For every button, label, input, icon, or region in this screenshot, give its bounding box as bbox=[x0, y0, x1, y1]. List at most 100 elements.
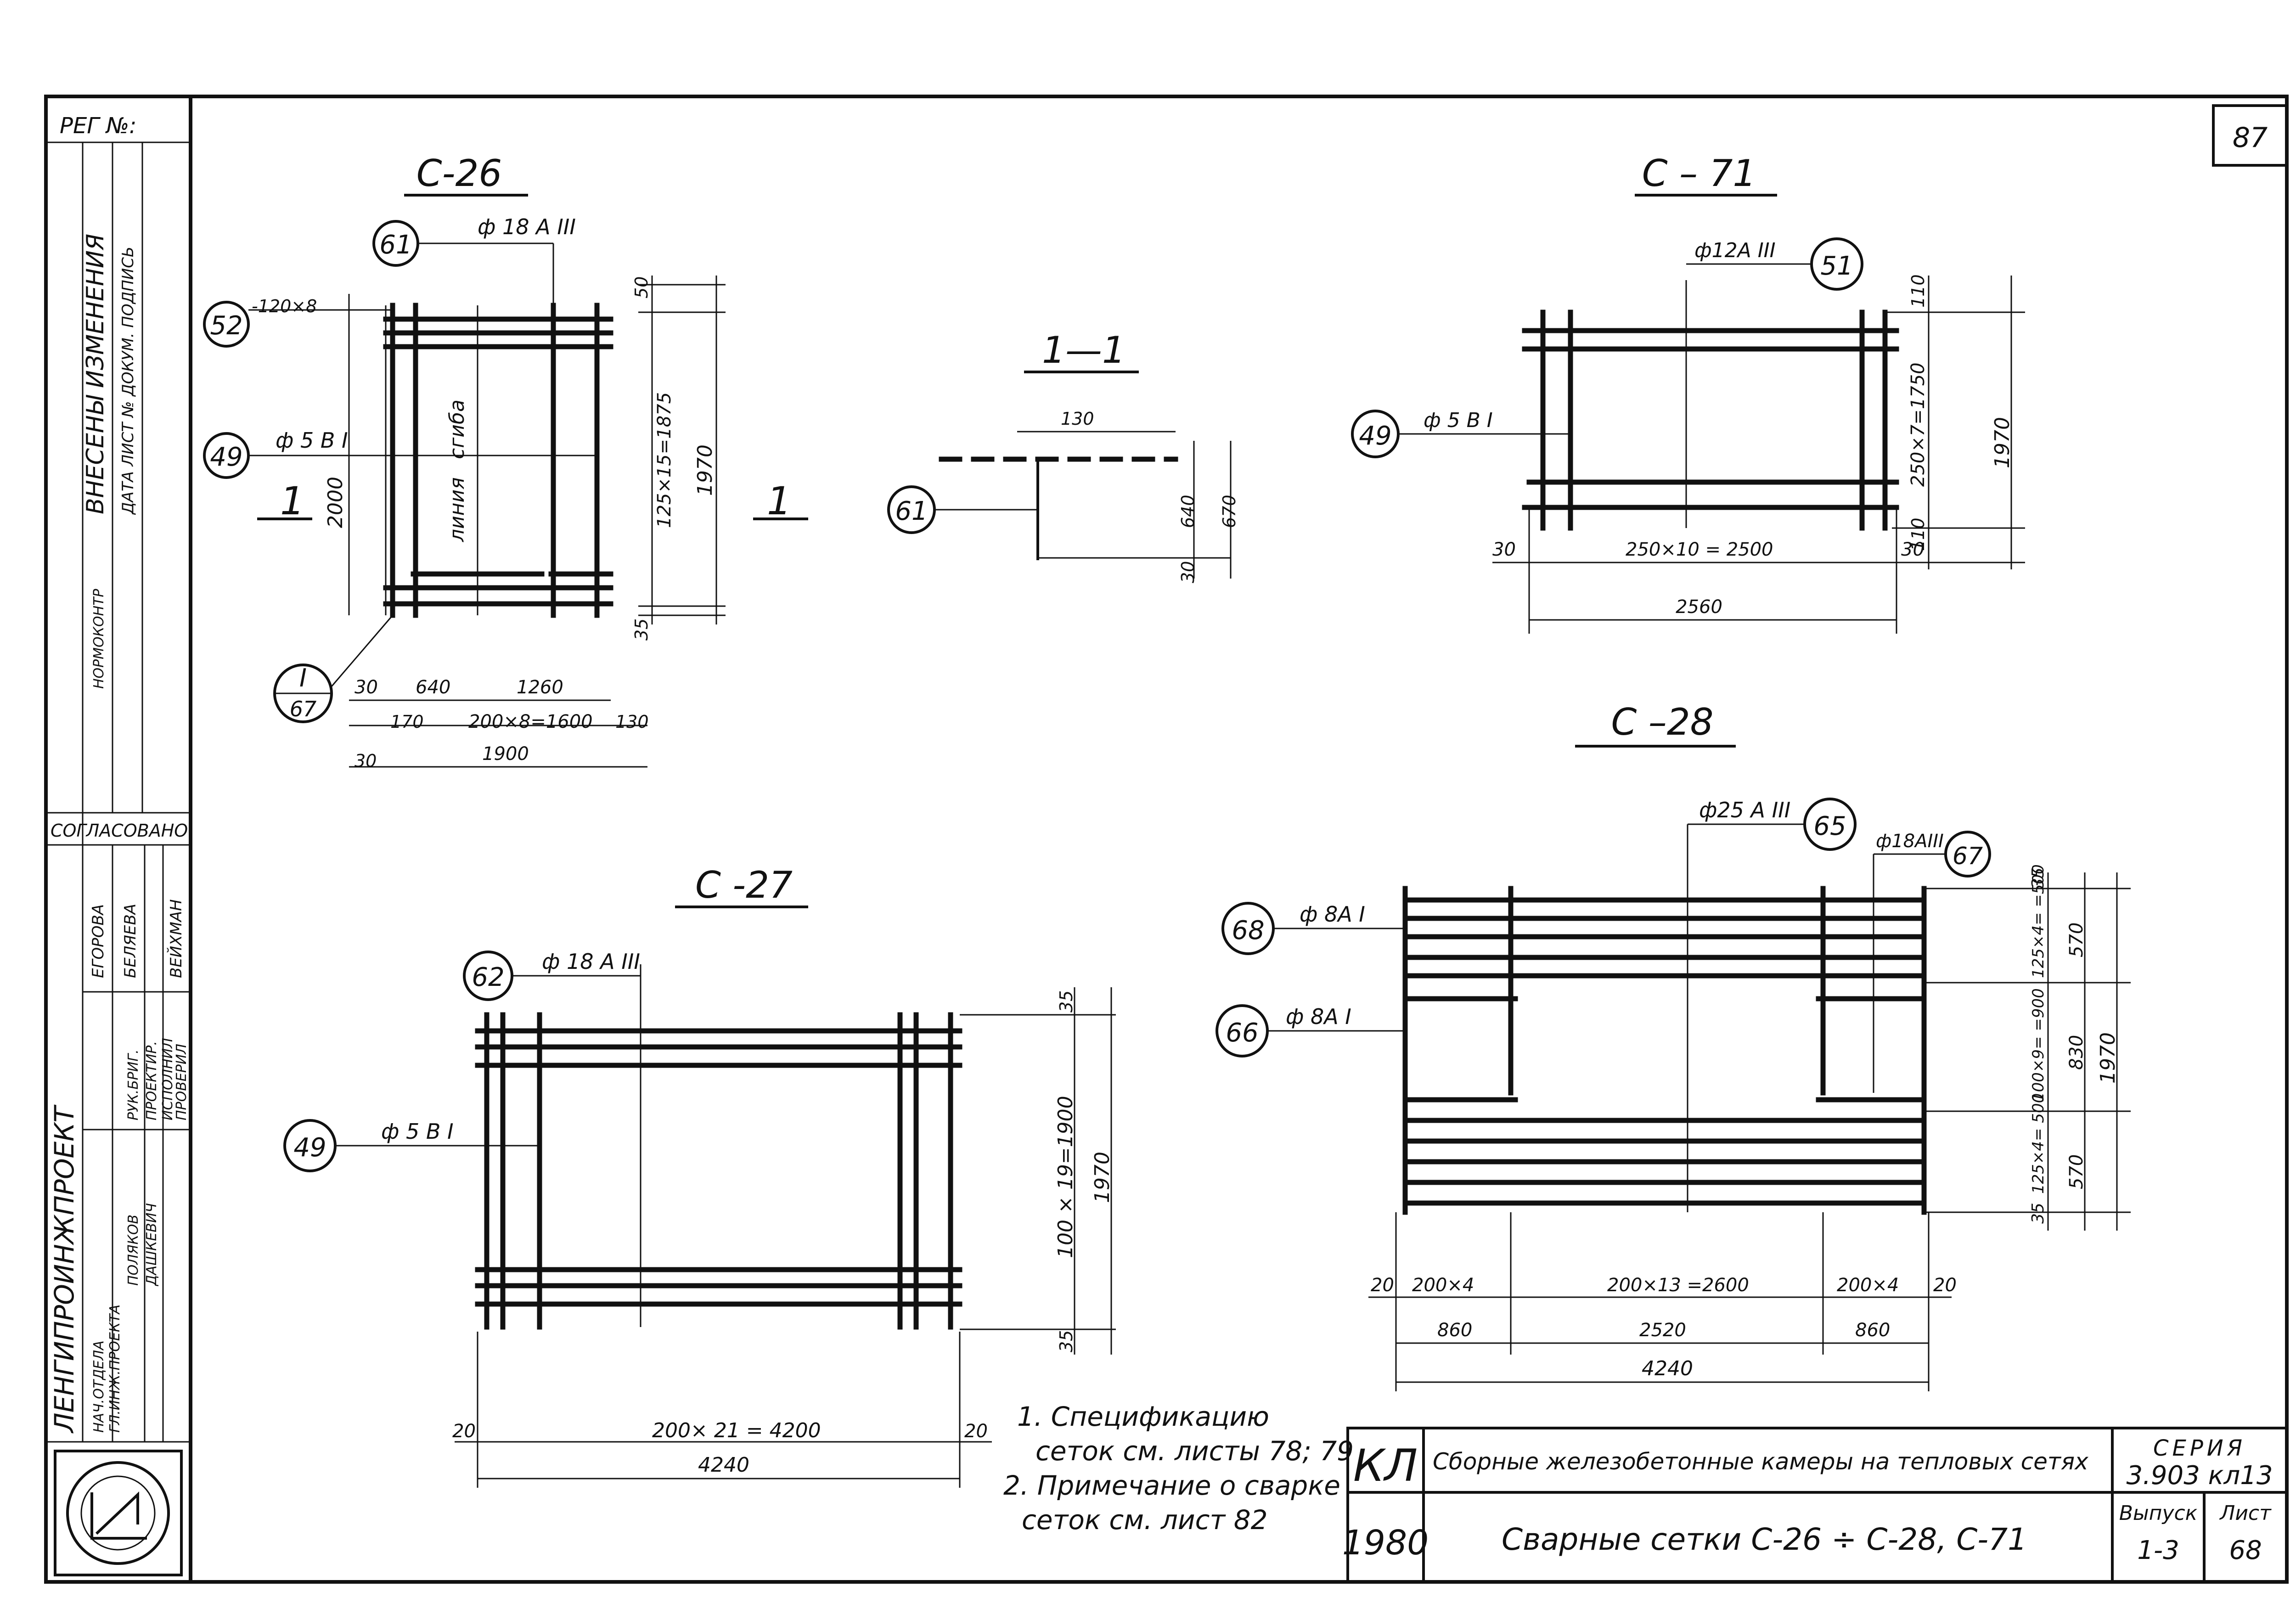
section-mark: 1 bbox=[767, 478, 791, 523]
dim-text: 200×13 =2600 bbox=[1607, 1275, 1749, 1296]
bar-label: ф 8А I bbox=[1286, 1004, 1351, 1029]
callout-label: 51 bbox=[1820, 251, 1853, 281]
note-line: сеток см. лист 82 bbox=[1022, 1504, 1268, 1536]
dim-text: 250×7=1750 bbox=[1908, 362, 1929, 487]
dim-text: 1260 bbox=[517, 677, 563, 698]
drawing-c27: С -27 62 ф 18 А III 49 ф 5 В I 35 100 × … bbox=[283, 864, 1116, 1488]
dim-text: 35 bbox=[1056, 990, 1076, 1012]
dim-text: 2520 bbox=[1639, 1320, 1686, 1341]
bar-label: ф 8А I bbox=[1300, 902, 1365, 927]
approved-name: БЕЛЯЕВА bbox=[121, 904, 140, 978]
dim-text: 860 bbox=[1855, 1320, 1890, 1341]
drawing-c26: С-26 61 ф 18 А III 52 -120×8 49 ф 5 В I … bbox=[203, 152, 808, 771]
dim-text: 50 bbox=[631, 276, 652, 298]
dim-text: 35 bbox=[2029, 1203, 2048, 1224]
dim-text: 170 bbox=[390, 712, 424, 732]
dim-text: 30 bbox=[355, 751, 377, 771]
normocontrol-label: НОРМОКОНТР bbox=[91, 588, 107, 689]
c71-title: С – 71 bbox=[1642, 152, 1756, 195]
callout-label: 61 bbox=[895, 496, 928, 526]
note-line: 2. Примечание о сварке bbox=[1003, 1470, 1340, 1501]
dim-text: 1970 bbox=[693, 444, 717, 496]
dim-text: 20 bbox=[1371, 1275, 1394, 1296]
callout-label: 67 bbox=[1953, 843, 1983, 870]
sheet-number-box: 87 bbox=[2212, 104, 2288, 167]
dim-text: 200×8=1600 bbox=[468, 711, 593, 732]
approved-name: ВЕЙХМАН bbox=[167, 899, 186, 978]
dim-text: 1970 bbox=[1091, 1152, 1114, 1203]
institute-logo bbox=[54, 1450, 183, 1576]
dim-text: 125×15=1875 bbox=[654, 392, 675, 528]
dim-text: 250×10 = 2500 bbox=[1626, 539, 1773, 560]
bar-label: ф 5 В I bbox=[276, 428, 348, 453]
detail-ref-bottom: 67 bbox=[290, 697, 317, 721]
reg-label: РЕГ №: bbox=[60, 113, 136, 139]
org-name: ЛЕНГИПРОИНЖПРОЕКТ bbox=[49, 1104, 80, 1434]
role-label: ПРОВЕРИЛ bbox=[174, 1044, 190, 1120]
sheet-frame bbox=[44, 95, 2289, 1584]
callout-label: 65 bbox=[1813, 811, 1846, 841]
dim-text: 1970 bbox=[1991, 417, 2014, 468]
dim-text: 830 bbox=[2066, 1035, 2087, 1070]
approved-name: ЕГОРОВА bbox=[89, 904, 107, 978]
dim-text: 200× 21 = 4200 bbox=[652, 1419, 821, 1442]
issue-label: Выпуск bbox=[2119, 1502, 2198, 1525]
issue-value: 1-3 bbox=[2137, 1536, 2179, 1565]
callout-label: 49 bbox=[1359, 421, 1391, 451]
role-label: ИСПОЛНИЛ bbox=[160, 1038, 176, 1120]
dim-text: 35 bbox=[1056, 1330, 1076, 1352]
callout-circle bbox=[203, 301, 250, 348]
sheet-number: 87 bbox=[2233, 122, 2268, 154]
dim-text: 570 bbox=[2066, 1154, 2087, 1189]
dim-text: 30 bbox=[1178, 561, 1198, 583]
role-label: ГЛ.ИНЖ.ПРОЕКТА bbox=[107, 1305, 123, 1433]
bend-line-label: линия bbox=[445, 477, 469, 542]
dim-text: 4240 bbox=[698, 1453, 749, 1477]
bar-label: ф 18 А III bbox=[542, 949, 640, 974]
dim-text: 20 bbox=[964, 1421, 988, 1442]
callout-label: 61 bbox=[379, 230, 412, 260]
dim-text: 640 bbox=[1178, 495, 1198, 528]
dim-text: 30 bbox=[1492, 539, 1516, 560]
section-mark: 1 bbox=[280, 478, 304, 523]
c28-title: С –28 bbox=[1611, 701, 1713, 743]
callout-label: 68 bbox=[1232, 916, 1264, 945]
dim-text: 110 bbox=[1908, 274, 1928, 308]
left-strip: РЕГ №: ЛЕНГИПРОИНЖПРОЕКТ ВНЕСЕНЫ ИЗМЕНЕН… bbox=[46, 113, 191, 1576]
bar-label: ф 5 В I bbox=[1424, 409, 1493, 432]
c26-title: С-26 bbox=[416, 152, 502, 195]
approved-header: СОГЛАСОВАНО bbox=[51, 821, 188, 841]
changes-header: ВНЕСЕНЫ ИЗМЕНЕНИЯ bbox=[82, 234, 109, 514]
series-label: СЕРИЯ bbox=[2153, 1435, 2246, 1461]
dim-text: 860 bbox=[1437, 1320, 1472, 1341]
bar-label: ф18АIII bbox=[1876, 831, 1944, 852]
dim-text: 30 bbox=[355, 677, 378, 698]
role-label: РУК.БРИГ. bbox=[125, 1049, 141, 1120]
dim-text: 670 bbox=[1219, 495, 1239, 528]
dim-text: 35 bbox=[631, 619, 652, 641]
dim-text: 2000 bbox=[324, 477, 347, 528]
callout-label: 49 bbox=[210, 442, 242, 472]
dim-text: 570 bbox=[2066, 922, 2087, 957]
dim-text: 1900 bbox=[482, 743, 529, 765]
bar-label: ф 18 А III bbox=[478, 214, 576, 239]
bar-label: ф25 А III bbox=[1699, 798, 1790, 822]
drawing-c28: С –28 65 ф25 А III 67 ф18АIII 68 ф 8А bbox=[1216, 701, 2131, 1391]
sheet-label: Лист bbox=[2219, 1502, 2272, 1525]
dim-text: 110 bbox=[1908, 518, 1928, 551]
title-block: КЛ 1980 Сборные железобетонные камеры на… bbox=[1342, 1427, 2288, 1583]
dim-text: 100×9= =900 bbox=[2029, 988, 2048, 1102]
dim-text: 130 bbox=[615, 712, 649, 732]
note-line: сеток см. листы 78; 79 bbox=[1035, 1435, 1354, 1467]
doc-year: 1980 bbox=[1342, 1523, 1429, 1563]
callout-label: 52 bbox=[210, 311, 242, 341]
sheet-title: Сварные сетки С-26 ÷ С-28, С-71 bbox=[1502, 1522, 2027, 1557]
dim-text: 200×4 bbox=[1412, 1275, 1474, 1296]
callout-label: 66 bbox=[1226, 1018, 1258, 1048]
series-value: 3.903 кл13 bbox=[2127, 1461, 2273, 1491]
notes: 1. Спецификацию сеток см. листы 78; 79 2… bbox=[1003, 1401, 1354, 1536]
dim-text: 1970 bbox=[2096, 1032, 2120, 1084]
dim-text: 20 bbox=[1933, 1275, 1957, 1296]
dim-text: 20 bbox=[452, 1421, 476, 1442]
